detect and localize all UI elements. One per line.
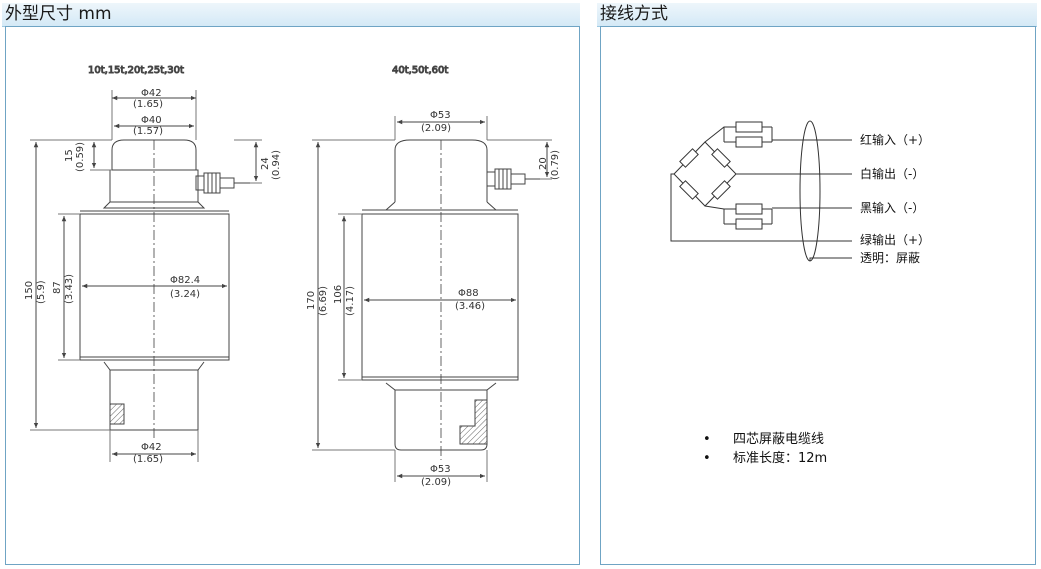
dim-cable-height-in: (0.94): [271, 150, 282, 180]
dim-body-dia-in: (3.24): [170, 289, 200, 300]
wiring-panel: [600, 26, 1036, 565]
note-item: • 标准长度：12m: [703, 449, 827, 468]
dim-body-height-in: (3.43): [64, 274, 75, 304]
dim-body-height-large-in: (4.17): [345, 286, 356, 316]
dim-base-dia-large: Φ53: [430, 464, 451, 475]
wire-shield: [809, 257, 852, 261]
dim-body-dia-large-in: (3.46): [455, 301, 485, 312]
dim-cap-height: 15: [64, 149, 75, 162]
resistor-4: [711, 180, 731, 200]
wheatstone-bridge: [673, 141, 737, 207]
dim-body-dia: Φ82.4: [170, 275, 200, 286]
base-large: [394, 390, 488, 451]
wiring-diagram: 红输入（+） 白输出（-） 黑输入（-） 绿输出（+） 透明：屏蔽: [670, 120, 930, 265]
note-text: 标准长度：12m: [733, 451, 828, 466]
dim-total-height-in: (5.9): [36, 280, 47, 304]
dim-body-height-large: 106: [333, 285, 344, 304]
body-large: [361, 213, 519, 381]
dim-top-inner-dia-in: (1.57): [133, 126, 163, 137]
body-small: [79, 213, 230, 361]
wire-label-red: 红输入（+）: [860, 132, 930, 147]
wire-label-white: 白输出（-）: [860, 166, 924, 181]
comp-resistor-2: [735, 136, 763, 148]
dim-top-dia-large-in: (2.09): [421, 123, 451, 134]
shield-ellipse: [799, 120, 821, 262]
dim-base-dia-large-in: (2.09): [421, 477, 451, 488]
resistor-2: [711, 148, 731, 168]
capacity-label-small: 10t,15t,20t,25t,30t: [88, 65, 184, 76]
base-small: [109, 370, 199, 431]
dim-total-height: 150: [24, 281, 35, 300]
dim-cap-height-in: (0.59): [75, 142, 86, 172]
dim-top-dia-large: Φ53: [430, 110, 451, 121]
dim-total-height-large: 170: [306, 291, 317, 310]
wire-label-green: 绿输出（+）: [860, 232, 930, 247]
cable-notes: • 四芯屏蔽电缆线 • 标准长度：12m: [703, 430, 827, 468]
top-cap-small: [111, 139, 197, 171]
dim-body-dia-large: Φ88: [458, 288, 479, 299]
bullet-icon: •: [703, 432, 711, 447]
bullet-icon: •: [703, 451, 711, 466]
note-item: • 四芯屏蔽电缆线: [703, 430, 827, 449]
resistor-3: [679, 180, 699, 200]
dim-cable-height: 24: [260, 157, 271, 170]
dim-total-height-large-in: (6.69): [318, 286, 329, 316]
top-cap-large: [394, 139, 488, 202]
load-cell-drawing-small: 10t,15t,20t,25t,30t Φ42 (1.65) Φ40 (1.57…: [24, 65, 282, 466]
capacity-label-large: 40t,50t,60t: [392, 65, 448, 76]
load-cell-drawing-large: 40t,50t,60t Φ53 (2.09) 20 (0.79) 1: [306, 65, 561, 489]
resistor-1: [679, 148, 699, 168]
dim-base-dia: Φ42: [141, 442, 162, 453]
dim-base-dia-in: (1.65): [133, 454, 163, 465]
dimensions-title: 外型尺寸 mm: [5, 4, 112, 24]
comp-resistor-4: [735, 218, 763, 230]
dim-body-height: 87: [52, 281, 63, 294]
dim-top-inner-dia: Φ40: [141, 115, 162, 126]
neck-small: [109, 169, 199, 203]
dim-cable-height-large-in: (0.79): [550, 150, 561, 180]
dim-top-outer-dia-in: (1.65): [133, 99, 163, 110]
wire-label-black: 黑输入（-）: [860, 200, 924, 215]
note-text: 四芯屏蔽电缆线: [733, 432, 825, 447]
wire-label-shield: 透明：屏蔽: [860, 251, 920, 265]
dim-cable-height-large: 20: [538, 157, 549, 170]
comp-resistor-1: [735, 121, 763, 133]
wiring-title: 接线方式: [600, 4, 668, 24]
wire-green: [670, 173, 852, 242]
dim-top-outer-dia: Φ42: [141, 88, 162, 99]
comp-resistor-3: [735, 203, 763, 215]
